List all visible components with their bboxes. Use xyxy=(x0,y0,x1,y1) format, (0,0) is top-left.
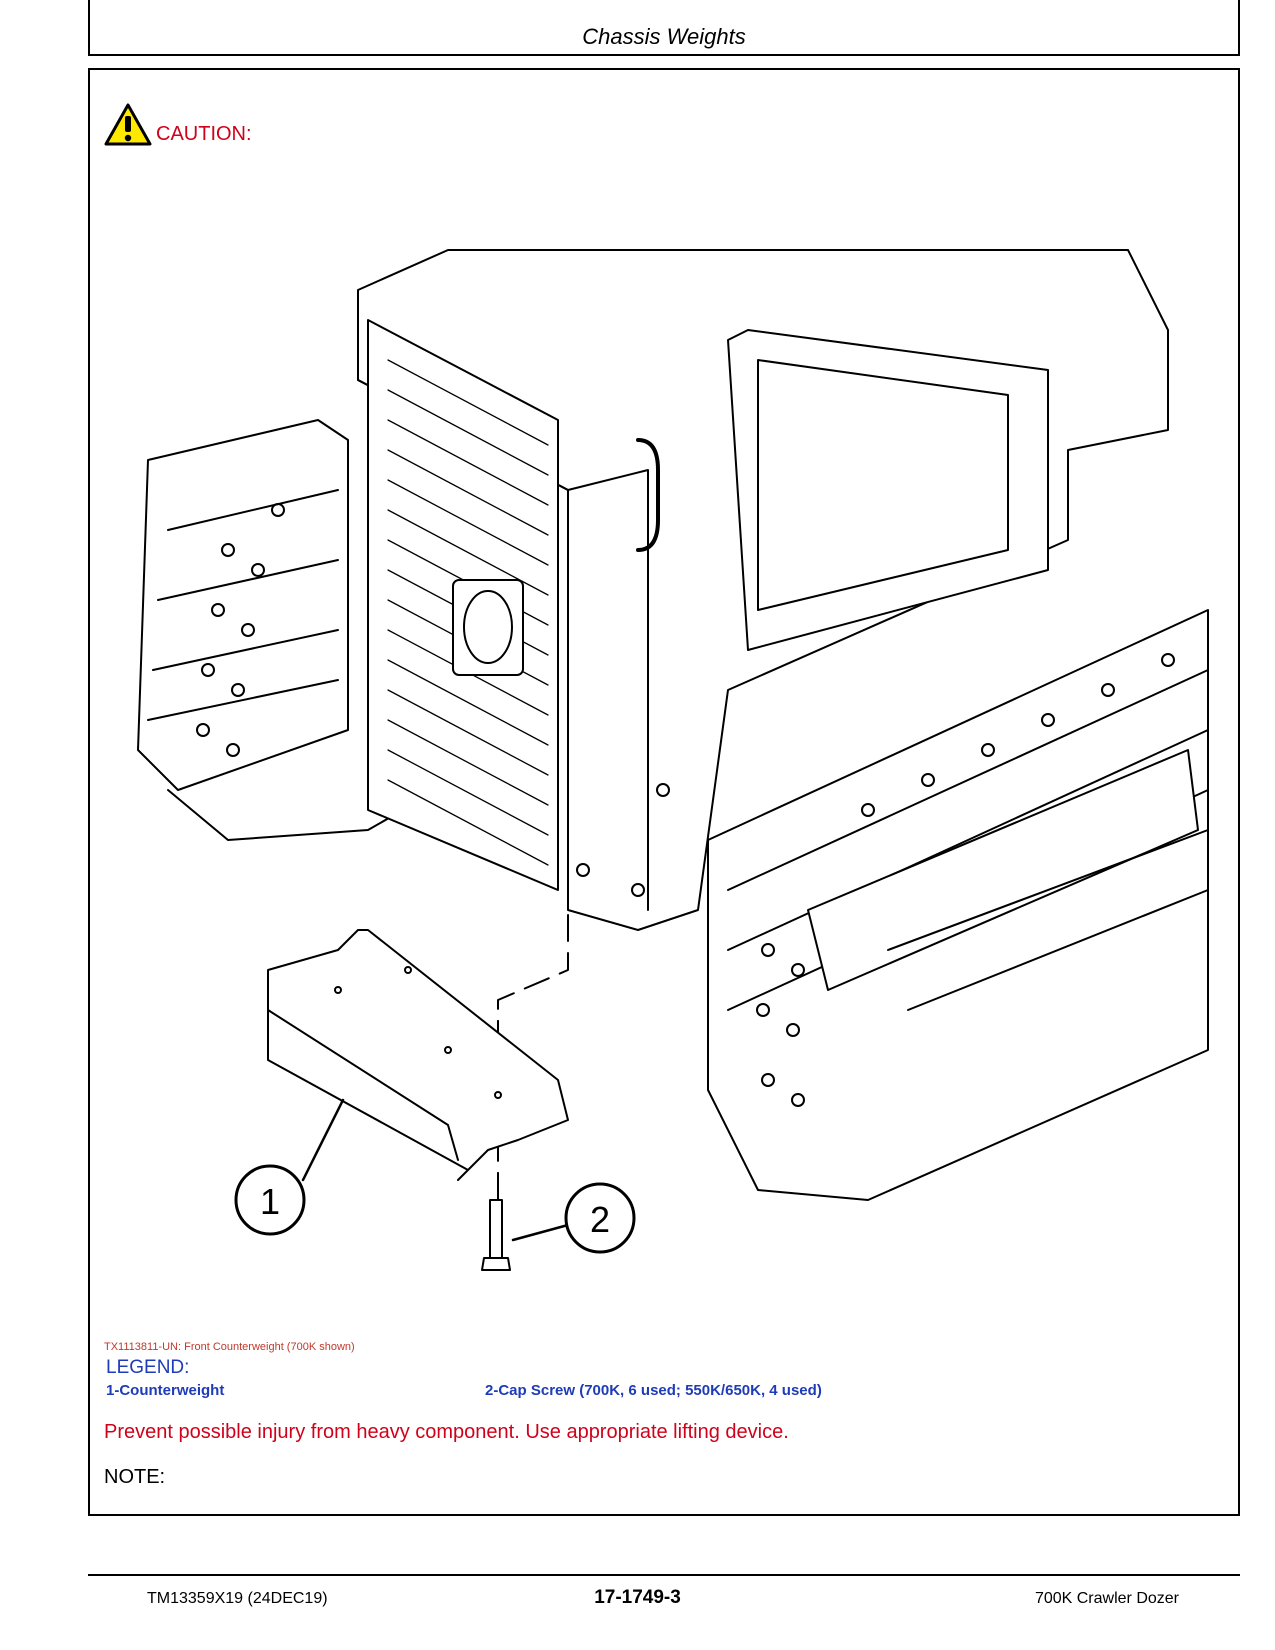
right-track xyxy=(707,609,1209,1201)
page-number: 17-1749-3 xyxy=(594,1587,681,1608)
caution-message: Prevent possible injury from heavy compo… xyxy=(104,1421,789,1443)
product-name: 700K Crawler Dozer xyxy=(1034,1590,1179,1607)
legend-item: 1-Counterweight xyxy=(106,1382,225,1399)
cap-screw-part xyxy=(481,1199,511,1271)
header-box: Chassis Weights xyxy=(88,0,1240,56)
caution-label: CAUTION: xyxy=(156,123,252,145)
warning-triangle-icon xyxy=(104,103,152,146)
section-title: Chassis Weights xyxy=(582,24,746,49)
note-label: NOTE: xyxy=(104,1466,166,1488)
counterweight-illustration: 1 2 xyxy=(137,249,1209,1271)
legend-item: 2-Cap Screw (700K, 6 used; 550K/650K, 4 … xyxy=(485,1382,822,1399)
machine-body xyxy=(357,249,1169,931)
content-box: CAUTION: xyxy=(88,68,1240,1516)
counterweight-part xyxy=(267,929,569,1181)
figure-caption: TX1113811-UN: Front Counterweight (700K … xyxy=(104,1341,355,1353)
callout-2-leader xyxy=(511,1223,570,1242)
left-track xyxy=(137,419,439,841)
caution-heading: CAUTION: xyxy=(104,102,252,148)
callout-1-label: 1 xyxy=(260,1181,280,1222)
callout-1-leader xyxy=(301,1098,345,1182)
callout-2-circle xyxy=(564,1182,636,1254)
legend-title: LEGEND: xyxy=(106,1357,190,1378)
callout-1-circle xyxy=(234,1164,306,1236)
callout-2-label: 2 xyxy=(590,1199,610,1240)
footer-divider xyxy=(88,1574,1240,1576)
manual-id: TM13359X19 (24DEC19) xyxy=(147,1590,328,1607)
